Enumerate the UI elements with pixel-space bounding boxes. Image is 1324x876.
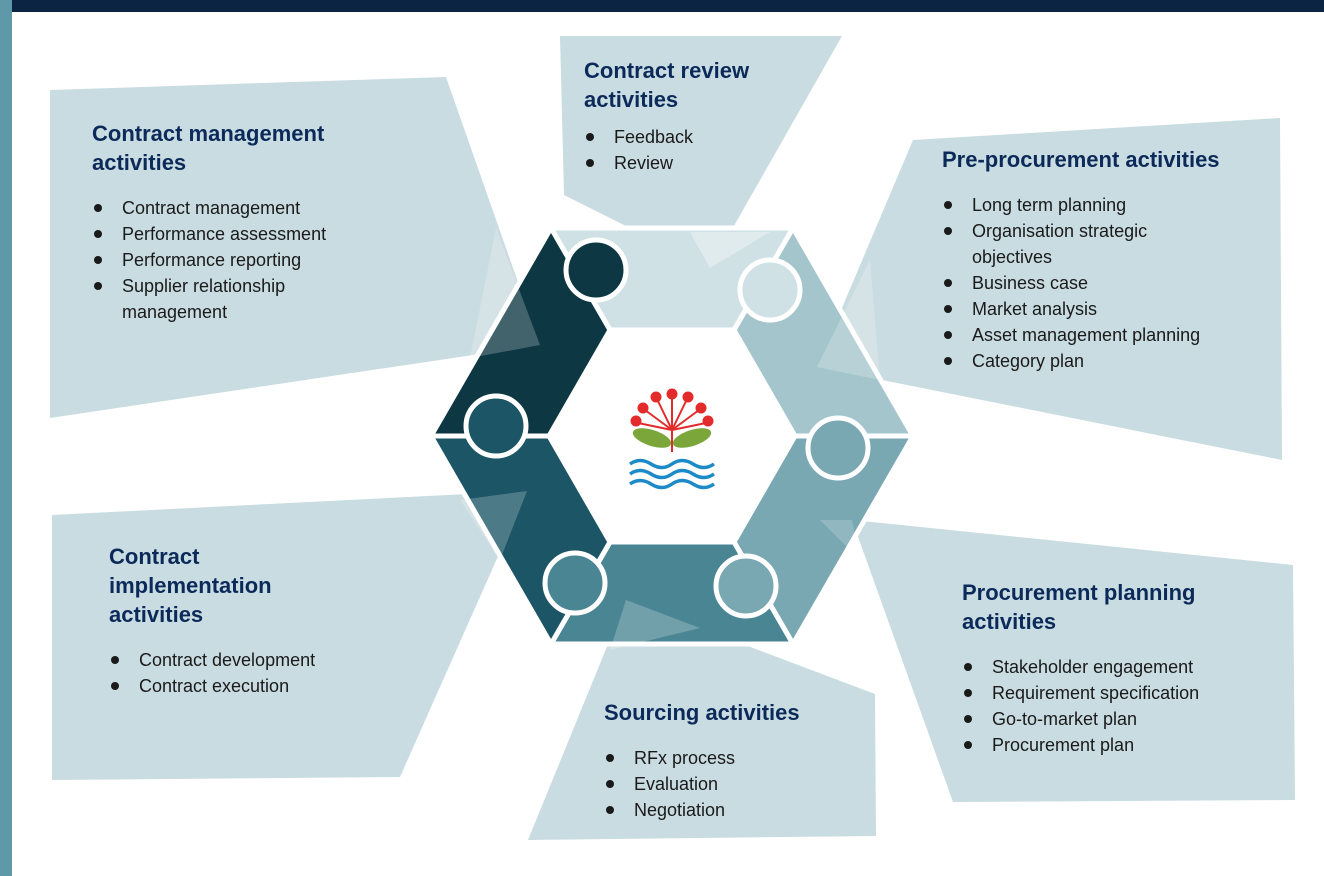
list-item: Go-to-market plan (962, 706, 1262, 732)
banner-tip-contract-management (470, 228, 540, 358)
activity-list: RFx process Evaluation Negotiation (604, 745, 864, 823)
banner-contract-implementation (52, 491, 527, 780)
section-contract-implementation: Contract implementation activities Contr… (109, 542, 329, 699)
section-procurement-planning: Procurement planning activities Stakehol… (962, 578, 1262, 758)
list-item: RFx process (604, 745, 864, 771)
list-item: Negotiation (604, 797, 864, 823)
section-title: Contract management activities (92, 121, 325, 175)
banner-tip-sourcing (610, 600, 700, 650)
top-border (0, 0, 1324, 12)
puzzle-knob-top-left (563, 237, 629, 303)
section-title: Sourcing activities (604, 700, 800, 725)
list-item: Performance reporting (92, 247, 392, 273)
banner-tip-contract-review (690, 232, 770, 268)
banner-contract-management (50, 77, 540, 418)
puzzle-knob-top-right (737, 257, 803, 323)
section-pre-procurement: Pre-procurement activities Long term pla… (942, 145, 1272, 374)
section-contract-review: Contract review activities Feedback Revi… (584, 56, 814, 176)
list-item: Review (584, 150, 814, 176)
list-item: Contract development (109, 647, 329, 673)
banner-sourcing (528, 600, 876, 840)
puzzle-knob-bottom-right (713, 553, 779, 619)
left-border (0, 0, 12, 876)
banner-tip-contract-implementation (460, 491, 527, 560)
section-contract-management: Contract management activities Contract … (92, 119, 392, 325)
section-title: Contract implementation activities (109, 544, 272, 627)
list-item: Procurement plan (962, 732, 1262, 758)
puzzle-knob-right (805, 415, 871, 481)
pohutukawa-flower-icon (628, 388, 716, 490)
banner-contract-review (560, 36, 842, 268)
list-item: Contract execution (109, 673, 329, 699)
banner-procurement-planning (852, 520, 1295, 802)
list-item: Requirement specification (962, 680, 1262, 706)
section-title: Contract review activities (584, 58, 750, 112)
activity-list: Contract management Performance assessme… (92, 195, 392, 325)
activity-list: Contract development Contract execution (109, 647, 329, 699)
list-item: Stakeholder engagement (962, 654, 1262, 680)
list-item: Business case (942, 270, 1272, 296)
banner-pre-procurement (817, 118, 1282, 460)
activity-list: Feedback Review (584, 124, 814, 176)
list-item: Category plan (942, 348, 1272, 374)
list-item: Evaluation (604, 771, 864, 797)
list-item: Asset management planning (942, 322, 1272, 348)
list-item: Market analysis (942, 296, 1272, 322)
list-item: Performance assessment (92, 221, 392, 247)
list-item: Contract management (92, 195, 392, 221)
list-item: Supplier relationship management (92, 273, 362, 325)
section-sourcing: Sourcing activities RFx process Evaluati… (604, 698, 864, 823)
list-item: Feedback (584, 124, 814, 150)
section-title: Pre-procurement activities (942, 147, 1220, 172)
banner-tip-procurement-planning (820, 520, 860, 560)
puzzle-knob-left (463, 393, 529, 459)
puzzle-knob-bottom-left (542, 550, 608, 616)
banner-tip-pre-procurement (817, 260, 880, 380)
activity-list: Stakeholder engagement Requirement speci… (962, 654, 1262, 758)
list-item: Organisation strategic objectives (942, 218, 1202, 270)
activity-list: Long term planning Organisation strategi… (942, 192, 1272, 374)
puzzle-ring (428, 225, 916, 647)
list-item: Long term planning (942, 192, 1272, 218)
section-title: Procurement planning activities (962, 580, 1196, 634)
